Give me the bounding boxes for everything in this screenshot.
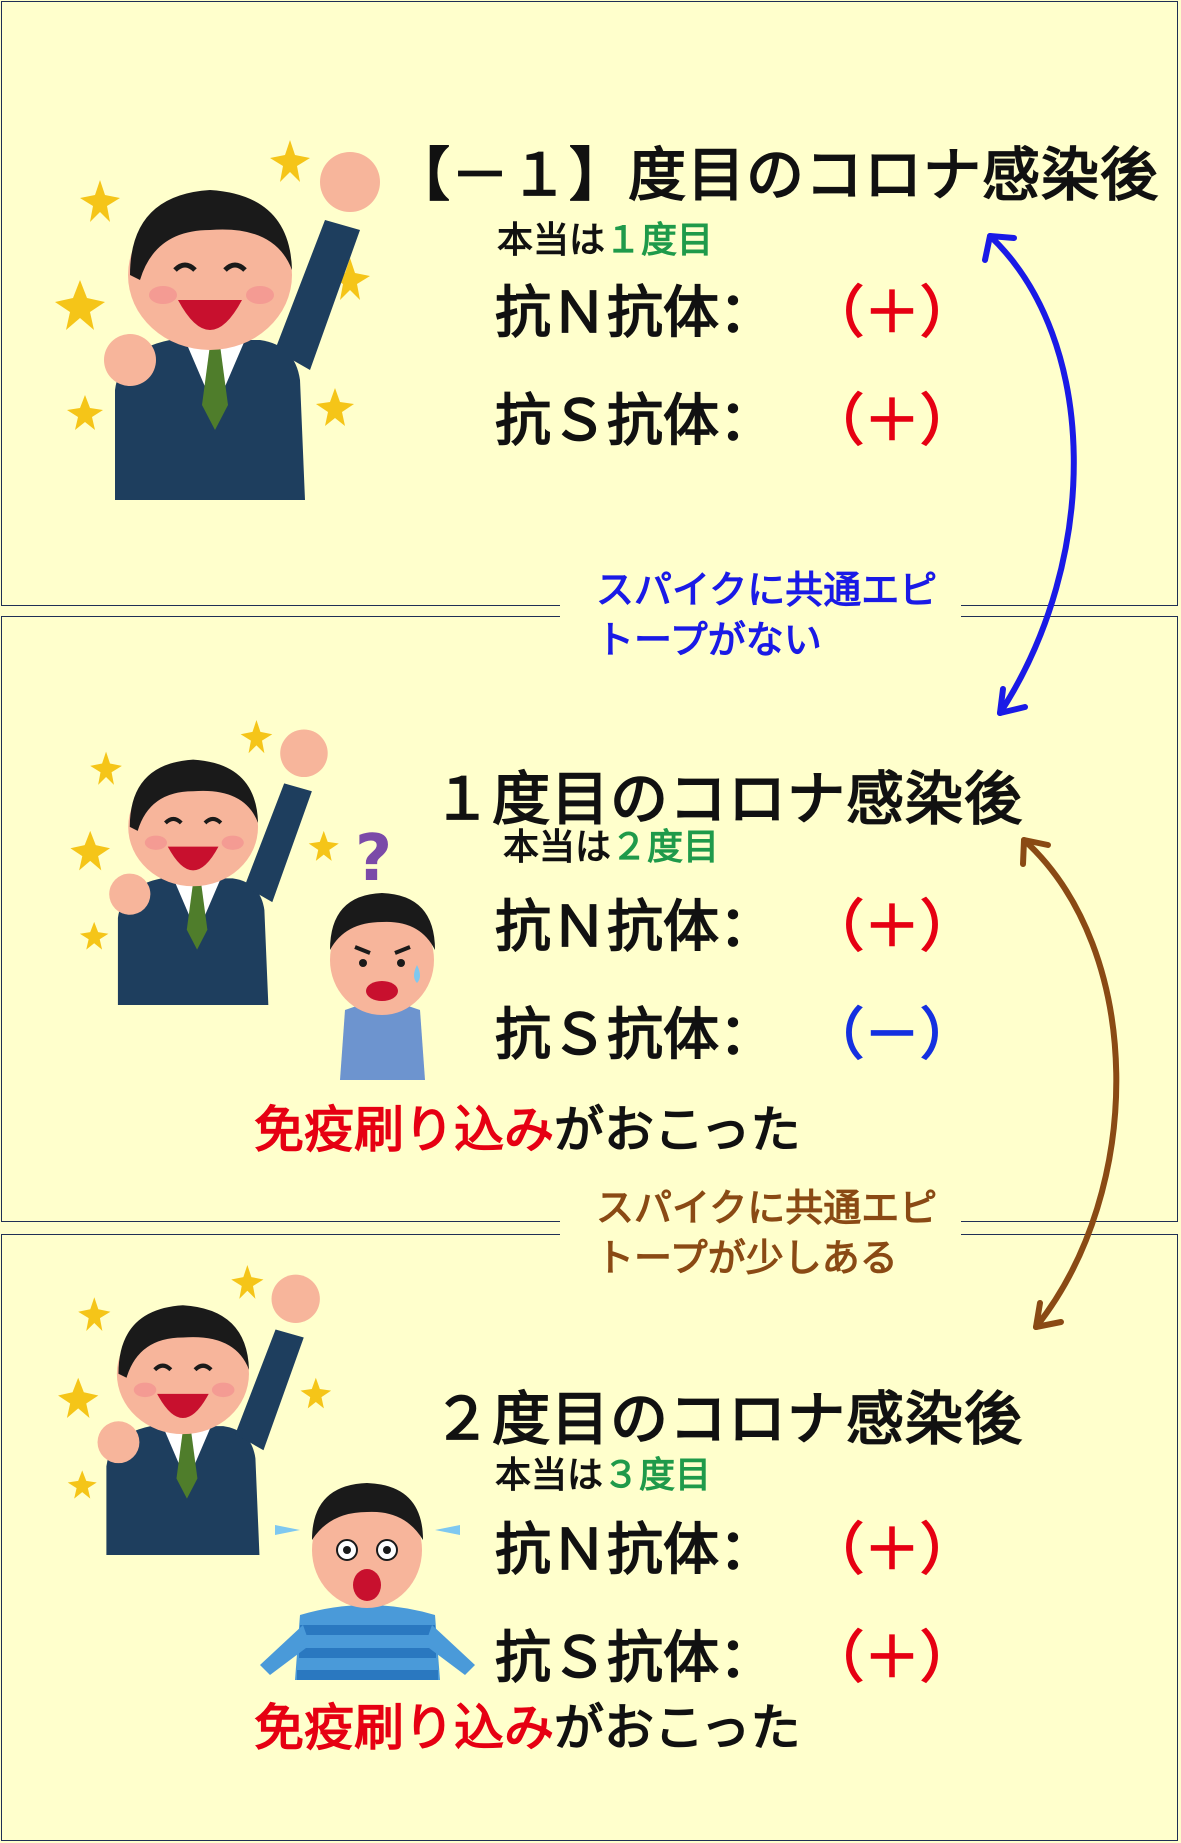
imprint-rest: がおこった <box>554 1699 801 1757</box>
panel1-anti-n-result: （＋） <box>808 281 976 346</box>
imprint-highlight: 免疫刷り込み <box>254 1101 554 1159</box>
note-line: トープが少しある <box>596 1236 898 1280</box>
panel3-actual-count: 本当は３度目 <box>495 1446 711 1498</box>
svg-text:?: ? <box>355 822 392 896</box>
actual-count: ２度目 <box>611 827 720 868</box>
connector-note-no-common-epitope: スパイクに共通エピ トープがない <box>560 565 962 665</box>
confused-boy-icon: ? <box>330 822 435 1080</box>
panel2-title: １度目のコロナ感染後 <box>433 765 1024 833</box>
panel1-anti-s-label: 抗Ｓ抗体： <box>495 389 775 454</box>
blue-double-arrow-icon <box>982 233 1077 716</box>
panel2-anti-s-result: （－） <box>808 1003 976 1068</box>
panel1-actual-count: 本当は１度目 <box>497 211 713 263</box>
happy-businessman-icon <box>70 720 339 1005</box>
panel1-anti-s-result: （＋） <box>808 389 976 454</box>
panel3-anti-s-result: （＋） <box>808 1626 976 1691</box>
panel1-anti-n-label: 抗Ｎ抗体： <box>495 281 775 346</box>
actual-count: ３度目 <box>603 1455 712 1496</box>
panel3-anti-s-label: 抗Ｓ抗体： <box>495 1626 775 1691</box>
brown-double-arrow-icon <box>1020 837 1120 1330</box>
panel2-anti-n-result: （＋） <box>808 895 976 960</box>
surprised-boy-icon <box>260 1483 475 1680</box>
note-line: スパイクに共通エピ <box>596 568 938 612</box>
panel2-anti-n-label: 抗Ｎ抗体： <box>495 895 775 960</box>
panel2-imprint-text: 免疫刷り込みがおこった <box>254 1090 801 1162</box>
happy-businessman-icon <box>58 1265 332 1555</box>
imprint-highlight: 免疫刷り込み <box>254 1699 554 1757</box>
actual-count: １度目 <box>605 220 714 261</box>
actual-prefix: 本当は <box>503 827 612 868</box>
actual-prefix: 本当は <box>495 1455 604 1496</box>
panel2-anti-s-label: 抗Ｓ抗体： <box>495 1003 775 1068</box>
panel1-title: 【－１】度目のコロナ感染後 <box>392 141 1160 209</box>
imprint-rest: がおこった <box>554 1101 801 1159</box>
note-line: トープがない <box>596 618 822 662</box>
note-line: スパイクに共通エピ <box>596 1186 938 1230</box>
actual-prefix: 本当は <box>497 220 606 261</box>
panel3-imprint-text: 免疫刷り込みがおこった <box>254 1688 801 1760</box>
panel3-title: ２度目のコロナ感染後 <box>433 1385 1024 1453</box>
panel2-actual-count: 本当は２度目 <box>503 818 719 870</box>
connector-note-some-common-epitope: スパイクに共通エピ トープが少しある <box>560 1183 962 1283</box>
panel3-anti-n-label: 抗Ｎ抗体： <box>495 1518 775 1583</box>
happy-businessman-icon <box>55 140 380 500</box>
panel3-anti-n-result: （＋） <box>808 1518 976 1583</box>
